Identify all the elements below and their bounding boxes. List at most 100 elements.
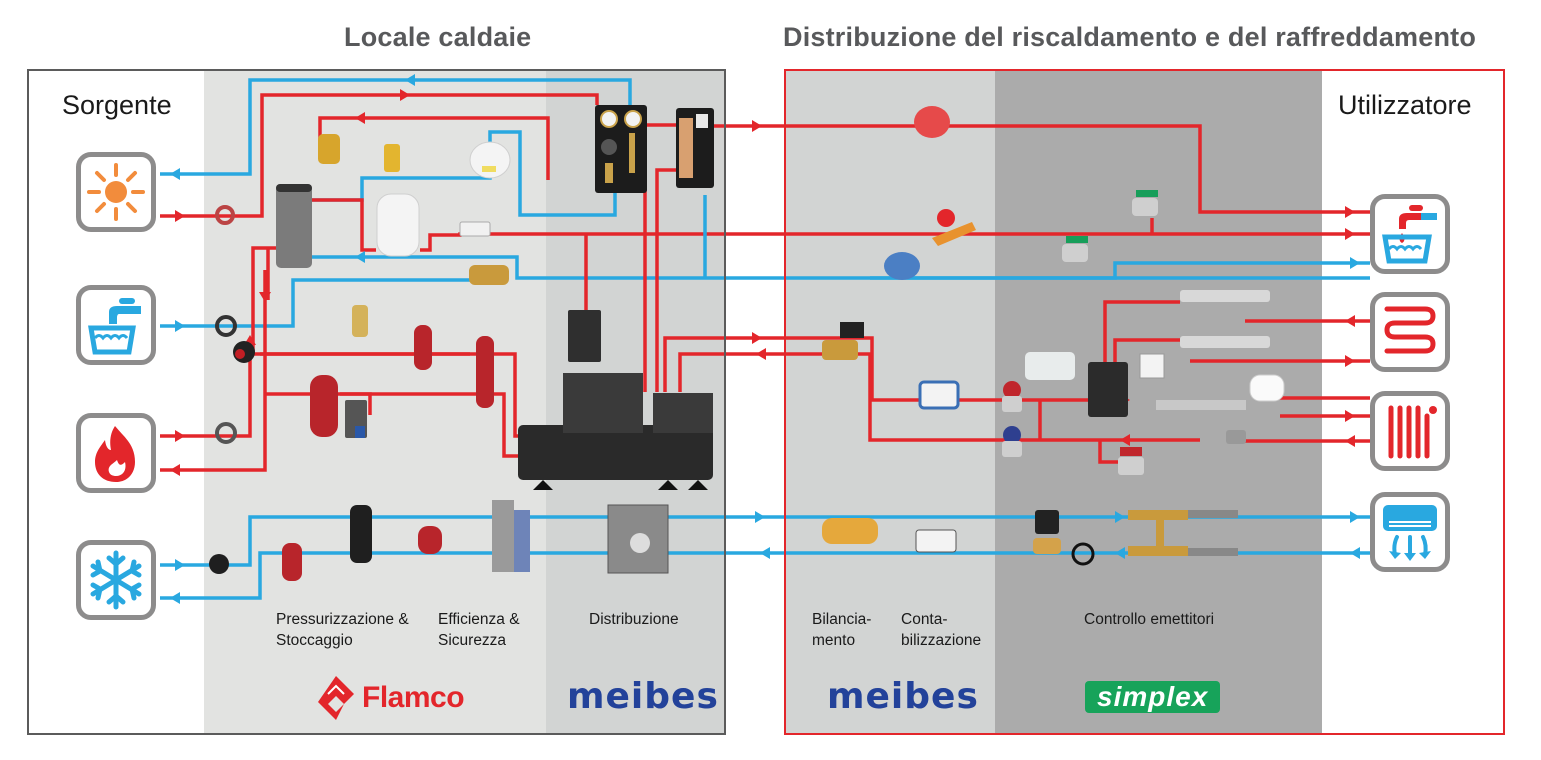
section-title-distribution: Distribuzione del riscaldamento e del ra… xyxy=(783,22,1477,52)
ball-valve-green-2 xyxy=(1062,236,1088,262)
pipe-cold-step xyxy=(870,261,1370,280)
meibes-wordmark: meibes xyxy=(827,676,979,717)
meibes-wordmark: meibes xyxy=(567,676,719,717)
ball-valve-red xyxy=(1002,381,1022,412)
pipe-cool-return xyxy=(160,551,1370,600)
ball-valve-green-1 xyxy=(1132,190,1158,216)
arrow-src-boiler-1 xyxy=(175,430,185,442)
arrow-user-rad-1 xyxy=(1345,410,1355,422)
pipe-dhw-out xyxy=(420,232,1370,252)
arrow-heat-flow xyxy=(752,332,762,344)
pipe-tank-hot xyxy=(310,198,376,252)
user-label: Utilizzatore xyxy=(1338,90,1472,120)
pipe-cold-in xyxy=(160,278,480,328)
heat-meter xyxy=(918,380,960,410)
tap-water-icon xyxy=(88,298,141,355)
radiator-valves xyxy=(1156,400,1246,444)
pump-mixer xyxy=(233,341,255,363)
arrow-solar-return xyxy=(405,74,415,86)
radiator-icon xyxy=(1388,405,1437,459)
arrow-src-boiler-2 xyxy=(170,464,180,476)
pipe-clamp-2 xyxy=(215,422,237,444)
pipe-cool-flow xyxy=(160,515,1370,567)
pipe-out-heat-return xyxy=(678,352,1200,442)
pipe-distrib-riser-1 xyxy=(643,123,680,392)
arrow-cool-return-1 xyxy=(760,547,770,559)
section-title-boiler-room: Locale caldaie xyxy=(344,22,532,52)
pipe-out-1 xyxy=(712,124,1370,214)
user-floor-heating[interactable] xyxy=(1370,292,1450,372)
user-domestic-hot-water[interactable] xyxy=(1370,194,1450,274)
category-pressurization: Pressurizzazione & Stoccaggio xyxy=(276,611,409,649)
arrow-src-tap xyxy=(175,320,185,332)
water-meter-orange xyxy=(932,209,976,246)
category-emitter-control: Controllo emettitori xyxy=(1084,611,1215,628)
chilled-buffer-tank xyxy=(350,505,372,563)
source-solar[interactable] xyxy=(76,152,156,232)
balancing-valve-cool xyxy=(822,518,878,544)
pipe-solar-return xyxy=(160,78,632,176)
meibes-logo-left: meibes xyxy=(567,676,719,717)
simplex-logo: simplex xyxy=(1085,681,1221,713)
thermostatic-head xyxy=(1249,374,1285,402)
distribution-manifold xyxy=(518,373,713,490)
air-separator-brass xyxy=(318,134,340,164)
snowflake-icon xyxy=(90,550,142,610)
meibes-logo-right: meibes xyxy=(827,676,979,717)
arrow-user-cold xyxy=(1350,257,1360,269)
hydraulic-separator xyxy=(476,336,494,408)
arrow-user-floor-2 xyxy=(1345,355,1355,367)
cooling-station xyxy=(607,504,669,574)
arrow-user-rad-2 xyxy=(1345,435,1355,447)
arrow-src-solar-flow xyxy=(175,210,185,222)
pipe-dhw-circ xyxy=(310,130,617,217)
arrow-user-cool-out xyxy=(1350,547,1360,559)
pressurization-unit xyxy=(345,400,367,438)
pipe-boiler-return xyxy=(160,270,267,472)
pressurization-station xyxy=(492,500,530,572)
arrow-down-riser xyxy=(259,292,271,302)
flamco-logo: Flamco xyxy=(318,676,465,720)
arrow-loop-left xyxy=(1120,434,1130,446)
arrow-heat-return xyxy=(756,348,766,360)
source-boiler[interactable] xyxy=(76,413,156,493)
source-water-supply[interactable] xyxy=(76,285,156,365)
arrow-cool-flow-1 xyxy=(755,511,765,523)
hot-water-meter xyxy=(914,106,950,138)
source-label: Sorgente xyxy=(62,90,172,120)
arrow-tank-top xyxy=(355,112,365,124)
arrow-user-floor-1 xyxy=(1345,315,1355,327)
arrow-user-cool-in xyxy=(1350,511,1360,523)
safety-valve-yellow xyxy=(384,144,400,172)
category-efficiency: Efficienza & Sicurezza xyxy=(438,611,520,649)
arrow-out-1 xyxy=(752,120,762,132)
balancing-valve-heat xyxy=(822,322,864,360)
category-metering: Conta- bilizzazione xyxy=(901,611,982,649)
arrow-src-solar xyxy=(170,168,180,180)
category-balancing: Bilancia- mento xyxy=(812,611,872,649)
underfloor-coil-icon xyxy=(1384,306,1436,354)
dirt-separator-small xyxy=(215,205,235,225)
actuator-white xyxy=(1025,352,1075,380)
zone-valve-actuator xyxy=(1033,510,1095,566)
flamco-emblem-icon xyxy=(318,676,354,720)
cooling-meter xyxy=(915,529,957,553)
wall-controller xyxy=(568,310,601,362)
user-radiator[interactable] xyxy=(1370,391,1450,471)
sun-icon xyxy=(87,163,145,221)
dirt-separator-cool xyxy=(282,543,302,581)
source-chiller[interactable] xyxy=(76,540,156,620)
safety-valve-brass xyxy=(352,305,368,337)
expansion-vessel-white xyxy=(376,193,420,257)
category-distribution: Distribuzione xyxy=(589,611,679,628)
arrow-solar-flow xyxy=(400,89,410,101)
expansion-vessel-red xyxy=(310,375,338,437)
solar-pump-station xyxy=(595,105,647,193)
heat-interface-unit xyxy=(676,108,714,188)
user-fan-coil[interactable] xyxy=(1370,492,1450,572)
arrow-src-cool-1 xyxy=(175,559,185,571)
cold-water-meter xyxy=(884,252,920,280)
zone-balancing-metering xyxy=(786,71,995,733)
arrow-src-cool-2 xyxy=(170,592,180,604)
zone-valve xyxy=(459,221,491,237)
